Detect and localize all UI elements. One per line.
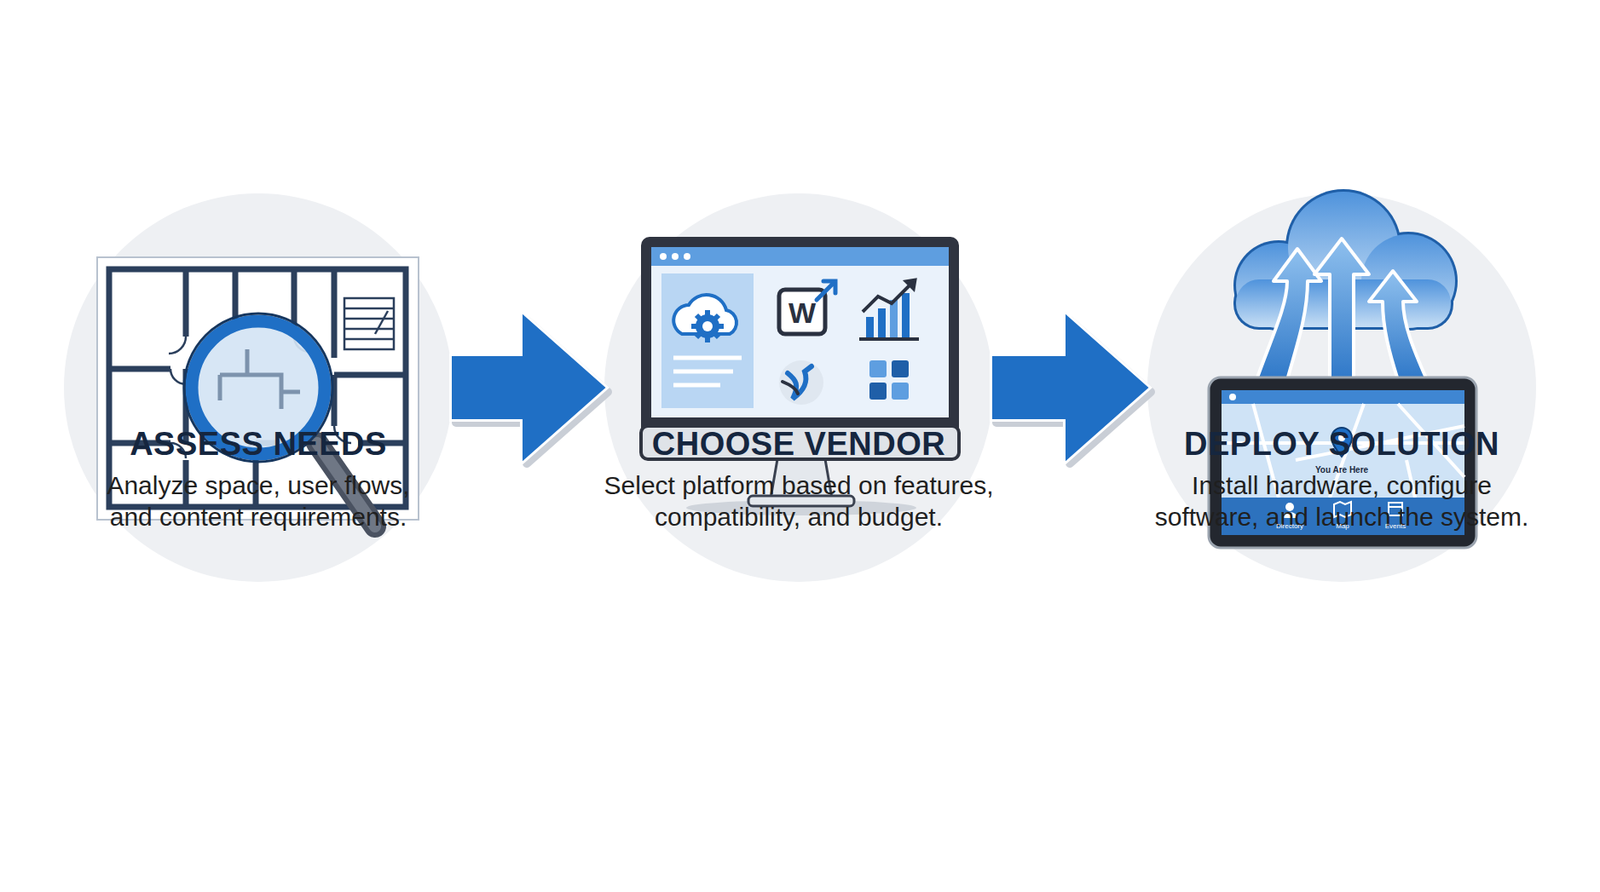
- arrow-edge: [452, 316, 605, 460]
- step-node: ASSESS NEEDSAnalyze space, user flows, a…: [63, 193, 453, 583]
- icon-letter: W: [788, 296, 816, 330]
- flow-arrow: [993, 316, 1151, 464]
- step-description: Select platform based on features, compa…: [542, 469, 1055, 533]
- step-caption: DEPLOY SOLUTIONInstall hardware, configu…: [1077, 426, 1600, 533]
- step-title: ASSESS NEEDS: [129, 426, 388, 463]
- step-node: CHOOSE VENDORSelect platform based on fe…: [604, 193, 994, 583]
- upload-arrows: [1256, 238, 1427, 381]
- step-title: DEPLOY SOLUTION: [1184, 426, 1500, 463]
- step-description: Analyze space, user flows, and content r…: [2, 469, 515, 533]
- arrow-edge: [993, 316, 1148, 460]
- arrow-body: [452, 316, 605, 460]
- arrow-body: [993, 316, 1148, 460]
- map-marker-label: You Are Here: [1315, 465, 1369, 475]
- kiosk-tab-label: Map: [1335, 522, 1350, 531]
- step-caption: ASSESS NEEDS Analyze space, user flows, a…: [0, 426, 523, 533]
- flow-arrow: [452, 316, 608, 464]
- kiosk-tab-label: Events: [1385, 522, 1406, 531]
- kiosk-tab-label: Directory: [1276, 522, 1304, 531]
- step-caption: CHOOSE VENDOR Select platform based on fe…: [534, 426, 1063, 533]
- step-title: CHOOSE VENDOR: [652, 426, 946, 463]
